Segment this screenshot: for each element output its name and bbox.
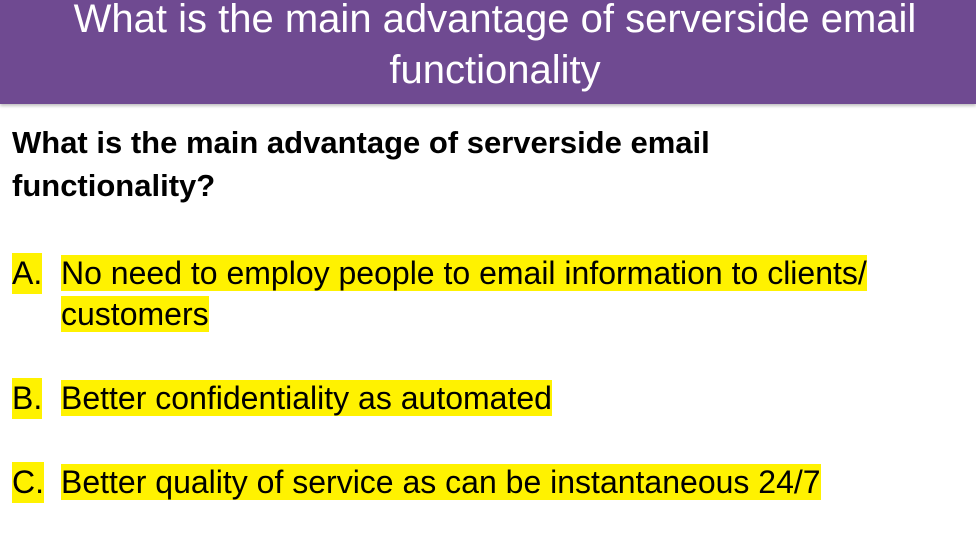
option-b: B. Better confidentiality as automated <box>12 378 976 419</box>
option-a-text: No need to employ people to email inform… <box>61 255 867 332</box>
option-c: C. Better quality of service as can be i… <box>12 462 976 503</box>
question-text: What is the main advantage of serverside… <box>12 125 710 203</box>
option-a: A. No need to employ people to email inf… <box>12 253 976 335</box>
option-b-letter: B. <box>12 378 43 419</box>
answer-options: A. No need to employ people to email inf… <box>12 253 976 503</box>
option-c-text: Better quality of service as can be inst… <box>61 464 821 500</box>
option-b-text: Better confidentiality as automated <box>61 380 552 416</box>
option-a-letter: A. <box>12 253 43 294</box>
title-bar: What is the main advantage of serverside… <box>0 0 976 104</box>
slide-title: What is the main advantage of serverside… <box>73 0 917 92</box>
option-c-letter: C. <box>12 462 44 503</box>
